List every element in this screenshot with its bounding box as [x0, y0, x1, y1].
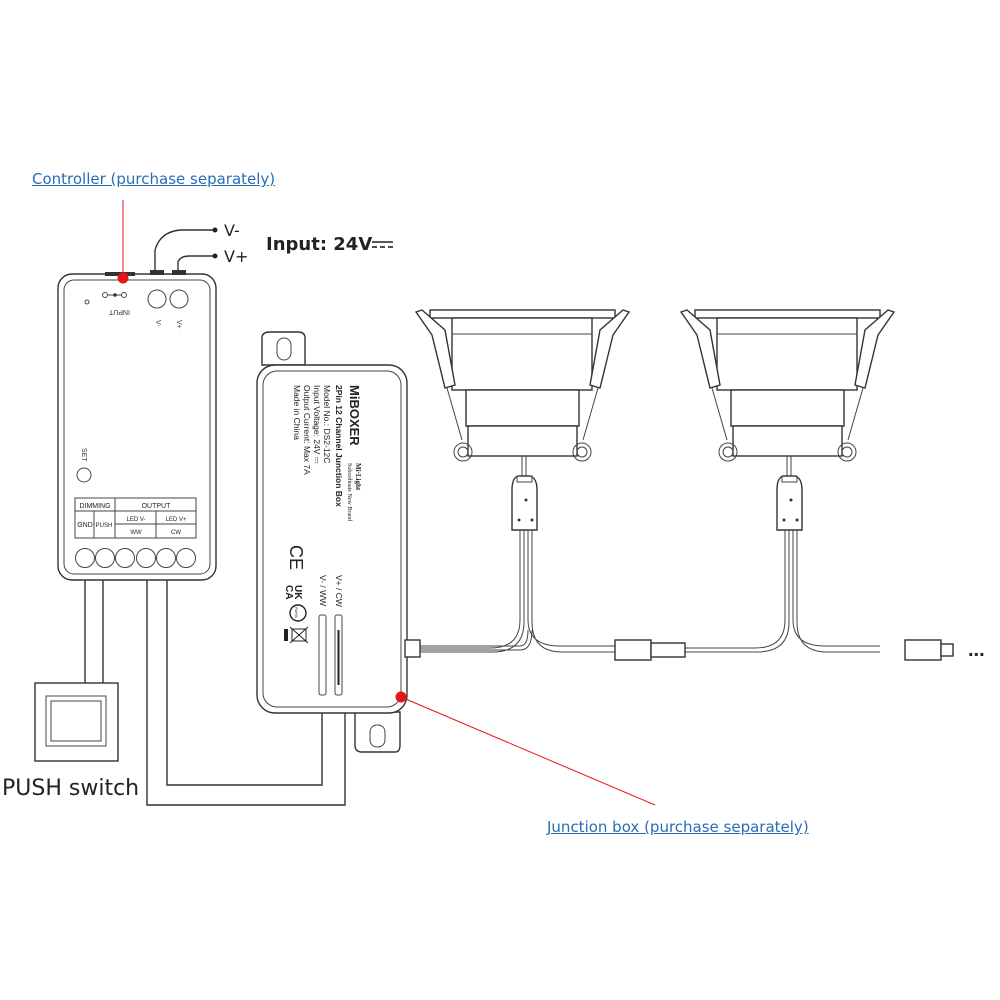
junction-title: 2Pin 12 Channel Junction Box [334, 385, 344, 507]
junction-box-link[interactable]: Junction box (purchase separately) [547, 818, 809, 836]
rohs-icon [289, 604, 307, 622]
dc-jack-icon [102, 292, 127, 298]
dimming-header: DIMMING [79, 503, 110, 510]
junction-callout [395, 691, 656, 806]
connector-male [650, 642, 686, 658]
push-switch [34, 682, 119, 762]
set-label: SET [80, 448, 87, 462]
gnd-label: GND [77, 522, 93, 529]
controller: INPUT V- V+ SET DIMMING OUTPUT GND PUSH … [57, 270, 217, 581]
downlight-2 [679, 309, 896, 653]
weee-bin-icon [284, 626, 309, 644]
ww-label: WW [130, 530, 142, 536]
rohs-label: RoHS [294, 607, 299, 618]
vminus-terminal-label: V- [154, 320, 161, 327]
wire-slots [318, 614, 343, 696]
output-header: OUTPUT [142, 503, 172, 510]
output-current: Output Current: Max 7A [302, 385, 312, 475]
cw-terminal-label: V+ / CW [334, 575, 344, 607]
ce-mark-icon: CE [286, 545, 306, 570]
led-vplus-label: LED V+ [166, 517, 187, 523]
ww-terminal-label: V- / WW [318, 575, 328, 606]
controller-link[interactable]: Controller (purchase separately) [32, 170, 276, 188]
input-voltage-label: Input: 24V [266, 234, 372, 255]
ukca-mark-icon: UK [292, 585, 303, 600]
made-in: Made in China [292, 385, 302, 440]
brand-sub1: Mi·Light [354, 463, 362, 491]
push-switch-label: PUSH switch [2, 776, 140, 801]
output-terminals [75, 548, 196, 568]
lamp-chain-wires [420, 629, 954, 661]
downlight-1 [414, 309, 631, 653]
ukca-mark-icon-2: CA [283, 585, 294, 599]
terminal-table: DIMMING OUTPUT GND PUSH LED V- LED V+ WW… [74, 497, 197, 539]
more-lights-ellipsis: ... [968, 639, 985, 661]
power-input-wires: V- V+ Input: 24V [154, 221, 393, 272]
connector-end [904, 639, 942, 661]
led-vminus-label: LED V- [126, 517, 145, 523]
brand-sub2: Subordinate New Brand [346, 463, 352, 521]
model-number: Model No.: DS2-12C [322, 385, 332, 463]
vplus-terminal [169, 289, 189, 309]
junction-box: MiBOXER Mi·Light Subordinate New Brand 2… [256, 331, 421, 753]
vplus-terminal-label: V+ [175, 320, 182, 329]
v-minus-label: V- [224, 221, 240, 240]
cw-label: CW [171, 530, 181, 536]
controller-callout [117, 200, 129, 284]
controller-output-wires [84, 580, 346, 806]
v-plus-label: V+ [224, 247, 248, 266]
input-voltage: Input Voltage: 24V ⎓ [312, 385, 322, 464]
push-label: PUSH [96, 523, 113, 529]
dc-symbol-icon [372, 241, 393, 248]
set-button[interactable] [76, 467, 92, 483]
brand-logo: MiBOXER [347, 385, 362, 446]
connector-female [614, 639, 652, 661]
vminus-terminal [147, 289, 167, 309]
input-label: INPUT [108, 308, 130, 315]
